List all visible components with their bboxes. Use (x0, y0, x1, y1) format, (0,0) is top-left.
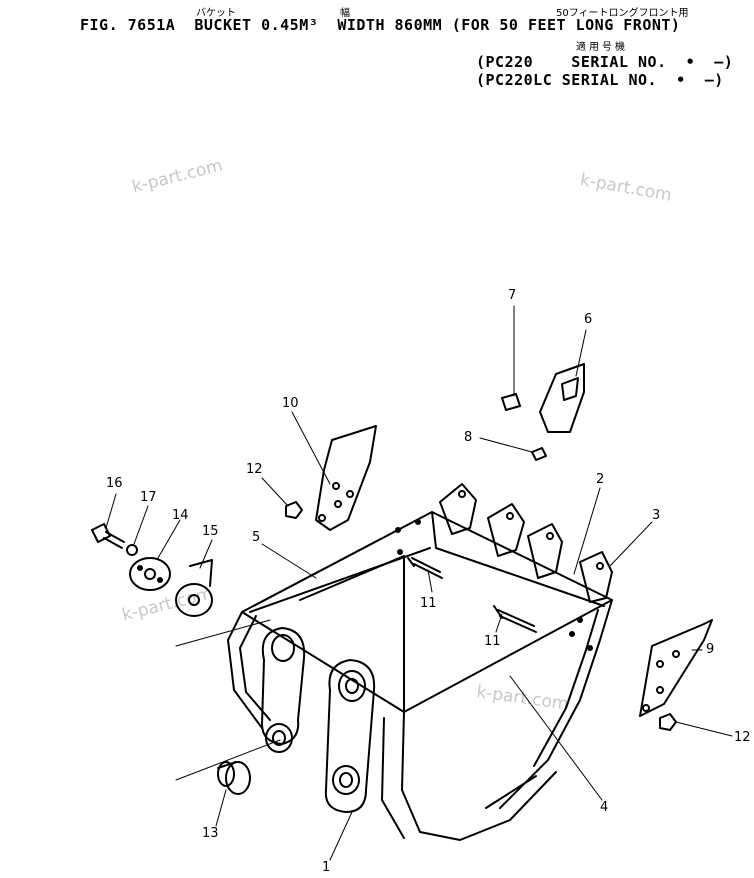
bolt (407, 557, 443, 579)
tooth-exploded (539, 363, 585, 433)
callout-11-lower: 11 (484, 634, 501, 649)
nut (659, 713, 677, 731)
callout-1: 1 (322, 860, 331, 875)
callout-15: 15 (202, 524, 219, 539)
leader-lines (105, 305, 733, 861)
callout-12-right: 12 (734, 730, 751, 745)
bolt (493, 605, 537, 633)
ruby-width: 幅 (340, 8, 350, 19)
bolt-16 (91, 523, 125, 549)
callout-8: 8 (464, 430, 473, 445)
callout-7: 7 (508, 288, 517, 303)
shim-15 (175, 559, 213, 617)
ruby-bucket: バケット (196, 8, 236, 19)
washer (126, 544, 138, 556)
callout-11-upper: 11 (420, 596, 437, 611)
ruby-front: 50フィートロングフロント用 (556, 8, 689, 19)
serial-pc220: (PC220 SERIAL NO. • –) (476, 53, 734, 71)
callout-5: 5 (252, 530, 261, 545)
callout-17: 17 (140, 490, 157, 505)
pin (501, 393, 521, 411)
callout-10: 10 (282, 396, 299, 411)
side-cutter-right (639, 619, 713, 717)
callout-4: 4 (600, 800, 609, 815)
callout-12-left: 12 (246, 462, 263, 477)
side-cutter-left (315, 425, 377, 531)
figure-title: FIG. 7651A BUCKET 0.45M³ WIDTH 860MM (FO… (80, 16, 681, 34)
callout-2: 2 (596, 472, 605, 487)
bucket-bracket-left (261, 627, 306, 753)
bushing-13 (217, 761, 251, 795)
nut (285, 501, 303, 519)
callout-16: 16 (106, 476, 123, 491)
callout-13: 13 (202, 826, 219, 841)
serial-pc220lc: (PC220LC SERIAL NO. • –) (476, 71, 724, 89)
lock (531, 447, 547, 461)
applicable-label: 適用号機 (576, 42, 628, 53)
bucket-teeth (439, 483, 613, 603)
callout-3: 3 (652, 508, 661, 523)
plate-14 (129, 557, 171, 591)
callout-9: 9 (706, 642, 715, 657)
callout-6: 6 (584, 312, 593, 327)
callout-14: 14 (172, 508, 189, 523)
bucket-bracket-right (324, 659, 376, 813)
